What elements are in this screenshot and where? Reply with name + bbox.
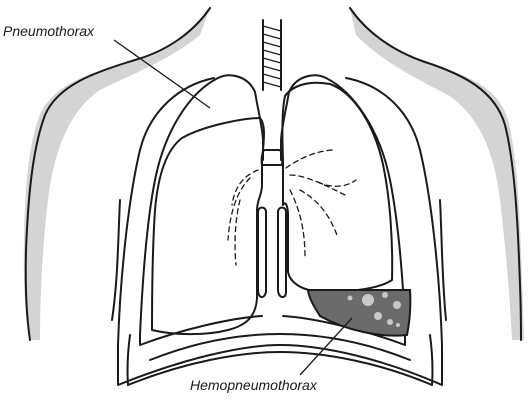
bubble-icon (396, 323, 400, 327)
pneumothorax-label: Pneumothorax (3, 24, 94, 38)
right-lung (282, 83, 392, 292)
bubble-icon (387, 319, 393, 325)
blood-fluid (308, 290, 410, 336)
bubble-icon (362, 294, 374, 306)
rib-cage (118, 78, 442, 385)
left-lung (152, 118, 264, 334)
bronchial-branches-dashed (228, 150, 356, 265)
bubble-icon (393, 301, 401, 309)
bubble-icon (374, 312, 382, 320)
torso-outline (24, 8, 524, 340)
bubble-icon (382, 292, 388, 298)
bubble-icon (348, 296, 353, 301)
trachea (263, 20, 281, 90)
hemopneumothorax-label: Hemopneumothorax (190, 378, 317, 392)
